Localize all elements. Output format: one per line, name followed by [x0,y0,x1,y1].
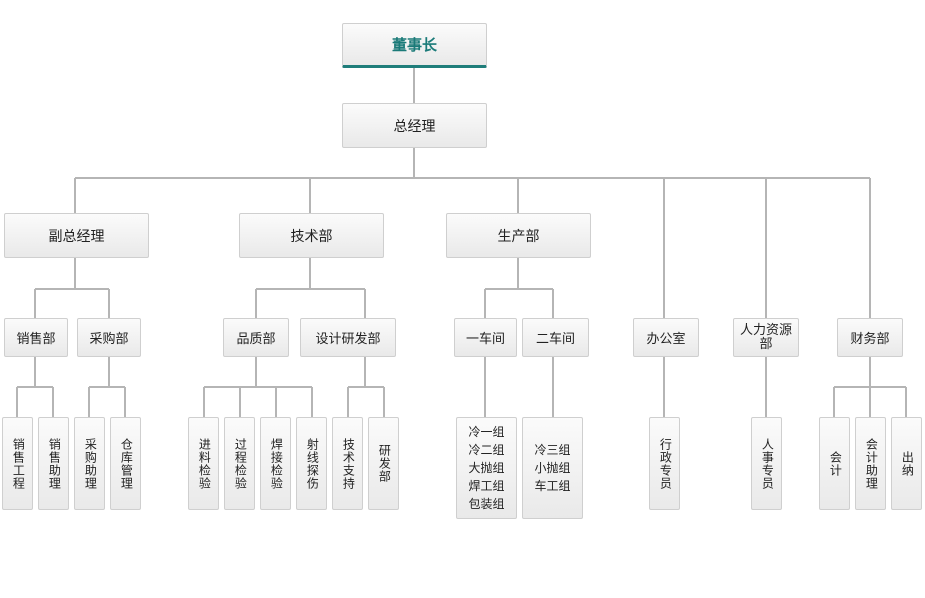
leaf-incoming-inspection: 进料检验 [188,417,219,510]
node-finance-dept: 财务部 [837,318,903,357]
node-vice-gm: 副总经理 [4,213,149,258]
node-office: 办公室 [633,318,699,357]
leaf-purchase-assistant: 采购助理 [74,417,105,510]
group-item: 冷三组 [534,443,571,457]
leaf-process-inspection: 过程检验 [224,417,255,510]
node-purchase-dept: 采购部 [77,318,141,357]
leaf-accounting-assistant: 会计助理 [855,417,886,510]
node-hr-dept: 人力资源部 [733,318,799,357]
leaf-warehouse-mgmt: 仓库管理 [110,417,141,510]
leaf-workshop1-groups: 冷一组 冷二组 大抛组 焊工组 包装组 [456,417,517,519]
group-item: 焊工组 [468,479,505,493]
group-item: 车工组 [534,479,571,493]
node-tech-dept: 技术部 [239,213,384,258]
group-item: 冷二组 [468,443,505,457]
node-chairman: 董事长 [342,23,487,68]
leaf-tech-support: 技术支持 [332,417,363,510]
node-production-dept: 生产部 [446,213,591,258]
leaf-cashier: 出纳 [891,417,922,510]
group-item: 冷一组 [468,425,505,439]
leaf-weld-inspection: 焊接检验 [260,417,291,510]
leaf-sales-engineer: 销售工程 [2,417,33,510]
leaf-workshop2-groups: 冷三组 小抛组 车工组 [522,417,583,519]
leaf-rnd-dept: 研发部 [368,417,399,510]
node-design-rnd-dept: 设计研发部 [300,318,396,357]
node-sales-dept: 销售部 [4,318,68,357]
group-item: 包装组 [468,497,505,511]
node-workshop-2: 二车间 [522,318,589,357]
group-item: 大抛组 [468,461,505,475]
leaf-ray-inspection: 射线探伤 [296,417,327,510]
leaf-admin-staff: 行政专员 [649,417,680,510]
group-item: 小抛组 [534,461,571,475]
leaf-hr-staff: 人事专员 [751,417,782,510]
node-general-manager: 总经理 [342,103,487,148]
leaf-sales-assistant: 销售助理 [38,417,69,510]
node-quality-dept: 品质部 [223,318,289,357]
node-workshop-1: 一车间 [454,318,517,357]
leaf-accountant: 会计 [819,417,850,510]
